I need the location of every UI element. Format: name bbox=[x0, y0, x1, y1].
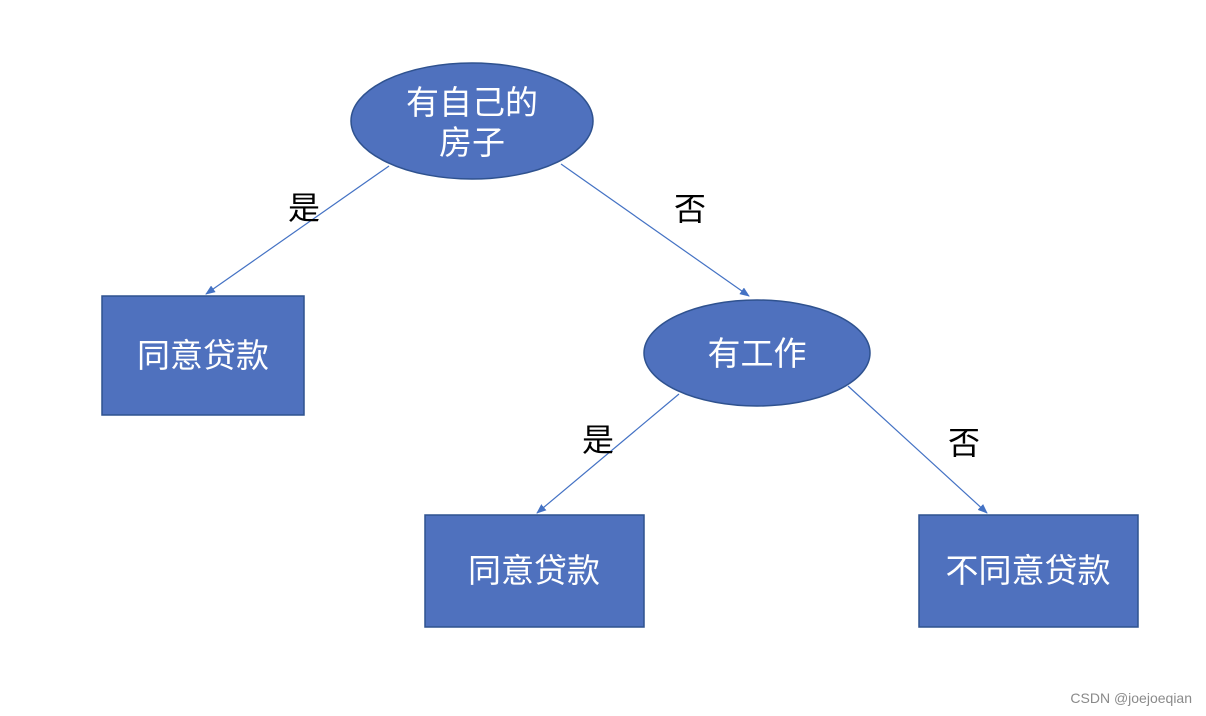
node-leaf-mid-label: 同意贷款 bbox=[468, 551, 600, 590]
node-leaf-right: 不同意贷款 bbox=[918, 514, 1139, 628]
node-job-shape bbox=[643, 299, 871, 407]
node-leaf-mid: 同意贷款 bbox=[424, 514, 645, 628]
edge-root-to-left-leaf bbox=[205, 165, 390, 295]
node-job: 有工作 bbox=[643, 299, 871, 407]
edge-job-to-mid-leaf bbox=[536, 393, 680, 514]
edge-root-to-job bbox=[560, 163, 750, 297]
edge-job-to-right-leaf bbox=[847, 385, 988, 514]
node-job-label: 有工作 bbox=[708, 334, 807, 373]
node-root: 有自己的 房子 bbox=[350, 62, 594, 180]
node-leaf-mid-shape bbox=[424, 514, 645, 628]
node-root-shape bbox=[350, 62, 594, 180]
node-root-label-line2: 房子 bbox=[439, 123, 505, 162]
node-leaf-left: 同意贷款 bbox=[101, 295, 305, 416]
node-root-label-line1: 有自己的 bbox=[406, 83, 538, 122]
edge-label-job-no: 否 bbox=[948, 424, 980, 462]
node-leaf-right-shape bbox=[918, 514, 1139, 628]
edge-label-root-yes: 是 bbox=[288, 189, 320, 227]
watermark: CSDN @joejoeqian bbox=[1070, 690, 1192, 706]
node-leaf-right-label: 不同意贷款 bbox=[946, 551, 1111, 590]
edge-label-root-no: 否 bbox=[674, 190, 706, 228]
edge-label-job-yes: 是 bbox=[582, 421, 614, 459]
node-leaf-left-label: 同意贷款 bbox=[137, 336, 269, 375]
node-leaf-left-shape bbox=[101, 295, 305, 416]
